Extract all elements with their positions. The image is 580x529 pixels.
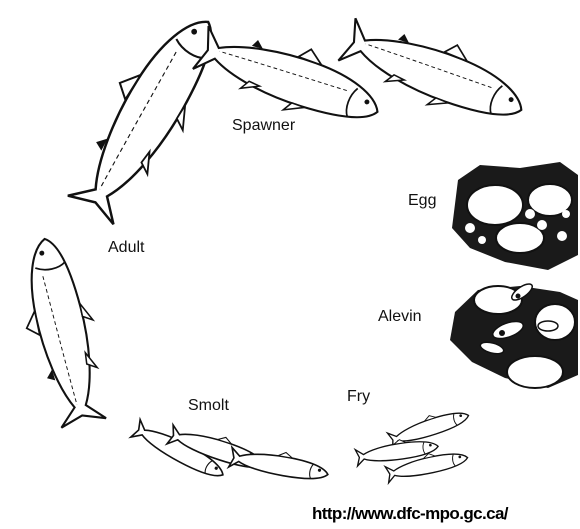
adult-label: Adult [108,239,144,257]
adult-fish [9,233,113,431]
smolt-label: Smolt [188,397,229,415]
smolt-fish-group [131,416,331,485]
alevin-label: Alevin [378,308,422,326]
spawner-label: Spawner [232,117,295,135]
egg-nest-illustration [452,162,578,270]
fry-label: Fry [347,388,370,406]
egg-label: Egg [408,192,436,210]
fry-fish-group [355,404,471,483]
source-url: http://www.dfc-mpo.gc.ca/ [312,504,508,524]
alevin-nest-illustration [450,281,578,388]
